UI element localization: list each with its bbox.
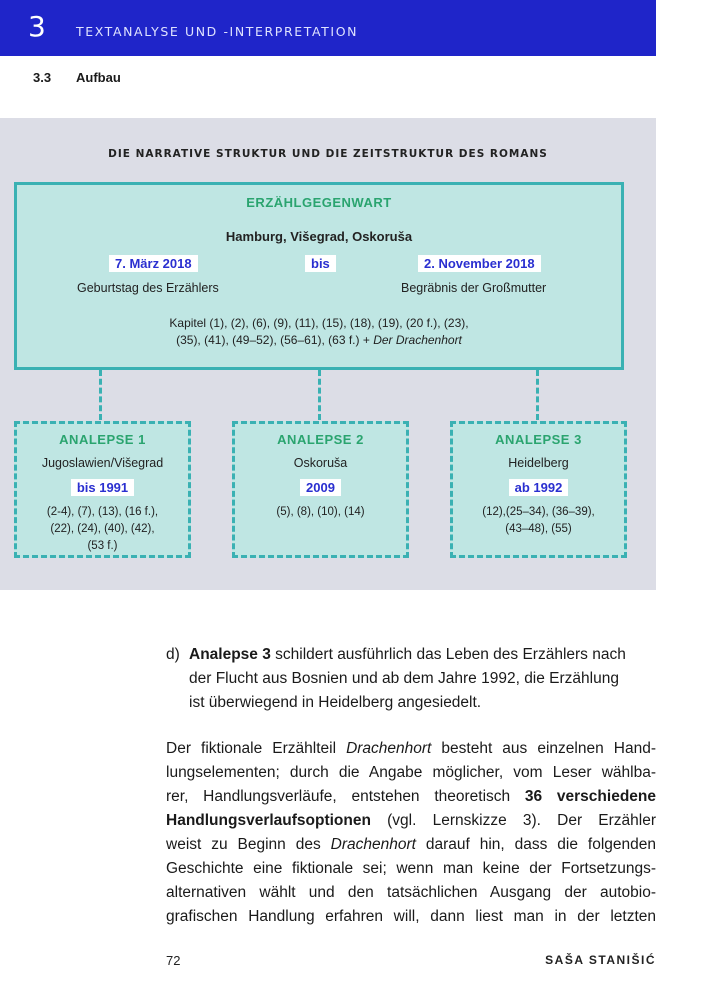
date-between: bis [305,255,336,272]
main-box-places: Hamburg, Višegrad, Oskoruša [225,229,413,244]
list-item-text: Analepse 3 schildert ausführlich das Leb… [189,643,656,715]
erzaehlgegenwart-box: ERZÄHLGEGENWART Hamburg, Višegrad, Oskor… [14,182,624,370]
paragraph-line-2: lungselementen; durch die Angabe möglich… [166,764,656,781]
analepse-chapters: (2-4), (7), (13), (16 f.), (22), (24), (… [17,504,188,555]
list-item-label: d) [166,646,180,663]
main-box-chapters: Kapitel (1), (2), (6), (9), (11), (15), … [17,315,621,349]
body-paragraph: Der fiktionale Erzählteil Drachenhort be… [166,737,656,929]
item-line-2: der Flucht aus Bosnien und ab dem Jahre … [189,670,619,687]
paragraph-line-3: rer, Handlungsverläufe, entstehen theore… [166,785,656,809]
analepse-title: ANALEPSE 3 [495,432,582,447]
connector-3 [536,370,539,420]
analepse-box-3: ANALEPSE 3 Heidelberg ab 1992 (12),(25–3… [450,421,627,558]
author-name: SAŠA STANIŠIĆ [545,953,656,967]
analepse-chapters-line: (12),(25–34), (36–39), [482,506,595,518]
analepse-box-1: ANALEPSE 1 Jugoslawien/Višegrad bis 1991… [14,421,191,558]
paragraph-line-1: Der fiktionale Erzählteil Drachenhort be… [166,737,656,761]
item-bold-term: Analepse 3 [189,646,271,663]
paragraph-line-7: alternativen wählt und den tatsächlichen… [166,884,656,901]
chapter-header-bar: 3 TEXTANALYSE UND -INTERPRETATION [0,0,656,56]
chapters-line-2: (35), (41), (49–52), (56–61), (63 f.) + [176,333,374,347]
italic-title: Drachenhort [346,740,432,757]
main-box-title: ERZÄHLGEGENWART [246,195,392,210]
text-run: besteht aus einzelnen Hand- [431,740,656,757]
analepse-chapters-line: (43–48), (55) [505,523,572,535]
date-start: 7. März 2018 [109,255,198,272]
text-run: (vgl. Lernskizze 3). Der Erzähler [370,812,656,829]
analepse-chapters-line: (2-4), (7), (13), (16 f.), [46,506,159,518]
section-number: 3.3 [33,70,52,85]
connector-2 [318,370,321,420]
analepse-chapters: (12),(25–34), (36–39), (43–48), (55) [453,504,624,538]
chapters-line-1: Kapitel (1), (2), (6), (9), (11), (15), … [169,316,469,330]
analepse-place: Heidelberg [508,456,569,470]
paragraph-line-6: Geschichte eine fiktionale sei; wenn man… [166,860,656,877]
analepse-chapters: (5), (8), (10), (14) [235,504,406,521]
section-title: Aufbau [76,70,121,85]
page-number: 72 [166,953,181,968]
date-end: 2. November 2018 [418,255,541,272]
analepse-chapters-line: (22), (24), (40), (42), [50,523,155,535]
paragraph-line-4: Handlungsverlaufsoptionen (vgl. Lernskiz… [166,809,656,833]
chapter-number: 3 [28,10,46,43]
analepse-date: bis 1991 [70,479,135,496]
analepse-date: 2009 [300,479,341,496]
analepse-place: Jugoslawien/Višegrad [41,456,164,470]
italic-title: Drachenhort [330,836,416,853]
text-run: Der fiktionale Erzählteil [166,740,347,757]
analepse-title: ANALEPSE 2 [277,432,364,447]
item-line-1: schildert ausführlich das Leben des Erzä… [270,646,626,663]
analepse-title: ANALEPSE 1 [59,432,146,447]
connector-1 [99,370,102,420]
analepse-date: ab 1992 [508,479,569,496]
text-run: rer, Handlungsverläufe, entstehen theore… [166,788,525,805]
bold-run: 36 verschiedene [524,788,656,805]
paragraph-line-8: grafischen Handlung erfahren will, dann … [166,908,656,925]
analepse-box-2: ANALEPSE 2 Oskoruša 2009 (5), (8), (10),… [232,421,409,558]
analepse-place: Oskoruša [293,456,348,470]
diagram-title: DIE NARRATIVE STRUKTUR UND DIE ZEITSTRUK… [108,148,548,160]
bold-run: Handlungsverlaufsoptionen [166,812,371,829]
label-start: Geburtstag des Erzählers [77,281,219,295]
chapters-italic: Der Drachenhort [373,333,462,347]
chapter-title: TEXTANALYSE UND -INTERPRETATION [76,24,359,39]
analepse-chapters-line: (53 f.) [87,540,118,552]
item-line-3: ist überwiegend in Heidelberg angesiedel… [189,694,482,711]
analepse-chapters-line: (5), (8), (10), (14) [276,506,365,518]
text-run: weist zu Beginn des [166,836,331,853]
text-run: darauf hin, dass die folgenden [415,836,656,853]
label-end: Begräbnis der Großmutter [401,281,547,295]
paragraph-line-5: weist zu Beginn des Drachenhort darauf h… [166,833,656,857]
